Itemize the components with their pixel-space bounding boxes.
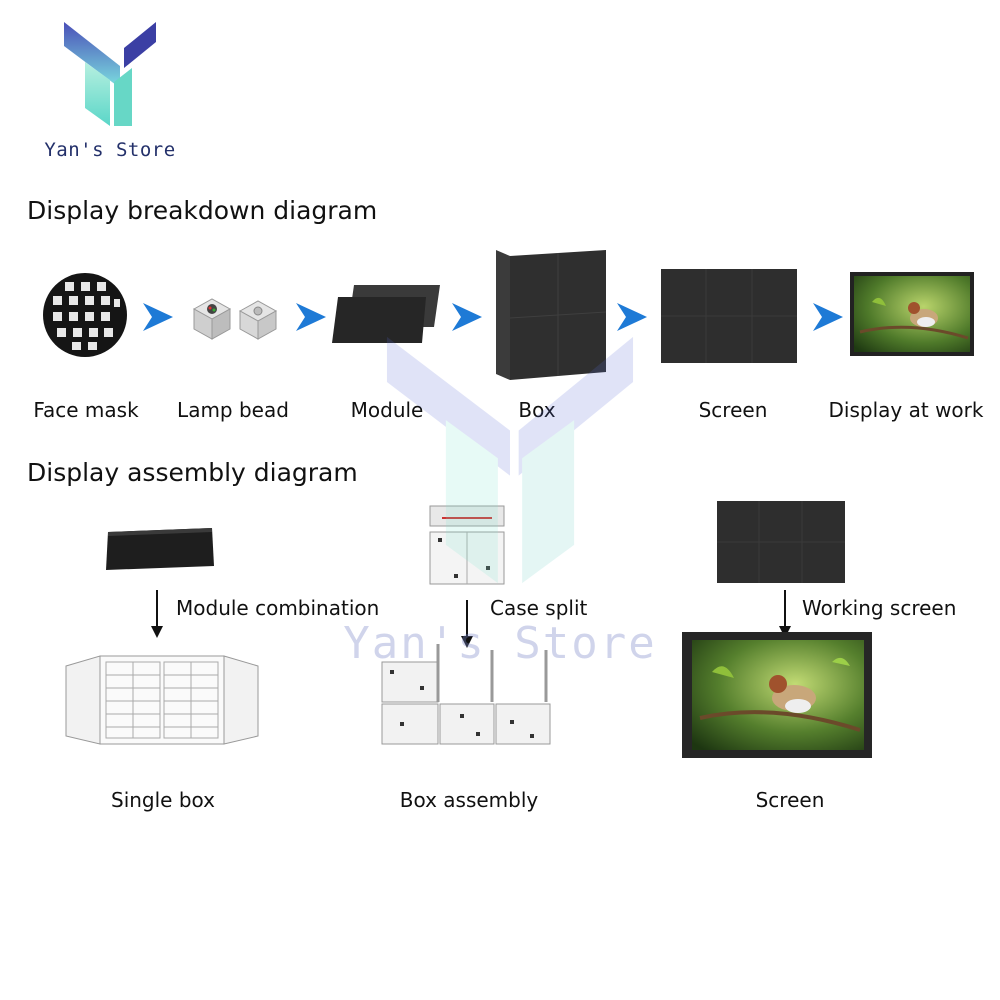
step-label-module: Module (350, 398, 424, 422)
case-split-image (429, 505, 505, 585)
working-screen-image (682, 632, 872, 758)
display-at-work-image (850, 272, 974, 356)
module-image (332, 285, 440, 343)
arrow-right-icon (617, 303, 647, 331)
flow-label-working-screen: Working screen (802, 596, 957, 620)
arrow-down-icon (151, 590, 163, 638)
arrow-right-icon (143, 303, 173, 331)
lamp-bead-image (192, 298, 278, 340)
result-label-screen: Screen (755, 788, 825, 812)
single-box-image (65, 655, 259, 745)
screen-image (661, 269, 797, 363)
result-label-box-assembly: Box assembly (399, 788, 539, 812)
step-label-display-at-work: Display at work (828, 398, 984, 422)
step-label-box: Box (518, 398, 556, 422)
y-logo-icon (64, 22, 156, 126)
arrow-down-icon (779, 590, 791, 638)
step-label-screen: Screen (698, 398, 768, 422)
arrow-down-icon (461, 600, 473, 648)
breakdown-title: Display breakdown diagram (27, 196, 378, 225)
step-label-lamp-bead: Lamp bead (177, 398, 289, 422)
screen-image (717, 501, 845, 583)
module-image (106, 528, 214, 570)
result-label-single-box: Single box (111, 788, 215, 812)
arrow-right-icon (813, 303, 843, 331)
arrow-right-icon (296, 303, 326, 331)
box-assembly-image (381, 644, 551, 745)
brand-name: Yan's Store (44, 139, 176, 161)
box-image (496, 250, 607, 380)
face-mask-image (43, 273, 127, 357)
arrow-right-icon (452, 303, 482, 331)
step-label-face-mask: Face mask (33, 398, 139, 422)
flow-label-module-combination: Module combination (176, 596, 380, 620)
flow-label-case-split: Case split (490, 596, 588, 620)
assembly-title: Display assembly diagram (27, 458, 358, 487)
